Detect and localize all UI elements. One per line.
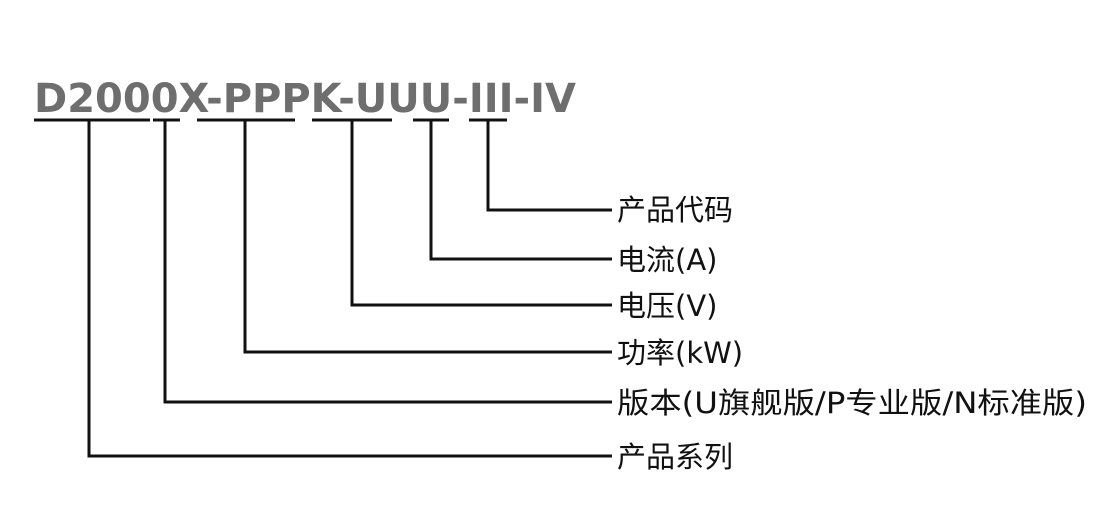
code-part-product-code: IV — [530, 76, 576, 122]
leader-line-series — [87, 120, 612, 458]
code-part-series: D2000 — [34, 76, 179, 122]
leader-line-current — [429, 120, 612, 261]
label-version: 版本(U旗舰版/P专业版/N标准版) — [617, 386, 1087, 420]
code-separator: - — [452, 76, 469, 122]
leader-line-power — [243, 120, 612, 354]
leader-line-voltage — [350, 120, 612, 307]
code-part-power: PPPK — [223, 76, 344, 122]
label-series: 产品系列 — [617, 440, 733, 474]
model-code: D2000X-PPPK-UUU-III-IV — [34, 76, 576, 122]
code-separator: - — [514, 76, 531, 122]
code-part-voltage: UUU — [355, 76, 452, 122]
label-power: 功率(kW) — [617, 336, 743, 370]
leader-line-version — [163, 120, 612, 404]
label-current: 电流(A) — [617, 243, 717, 277]
code-separator: - — [338, 76, 355, 122]
leader-line-product-code — [486, 120, 612, 212]
code-part-version: X — [179, 76, 210, 122]
code-part-current: III — [469, 76, 514, 122]
label-product-code: 产品代码 — [617, 193, 733, 227]
label-voltage: 电压(V) — [617, 289, 717, 323]
code-separator: - — [206, 76, 223, 122]
